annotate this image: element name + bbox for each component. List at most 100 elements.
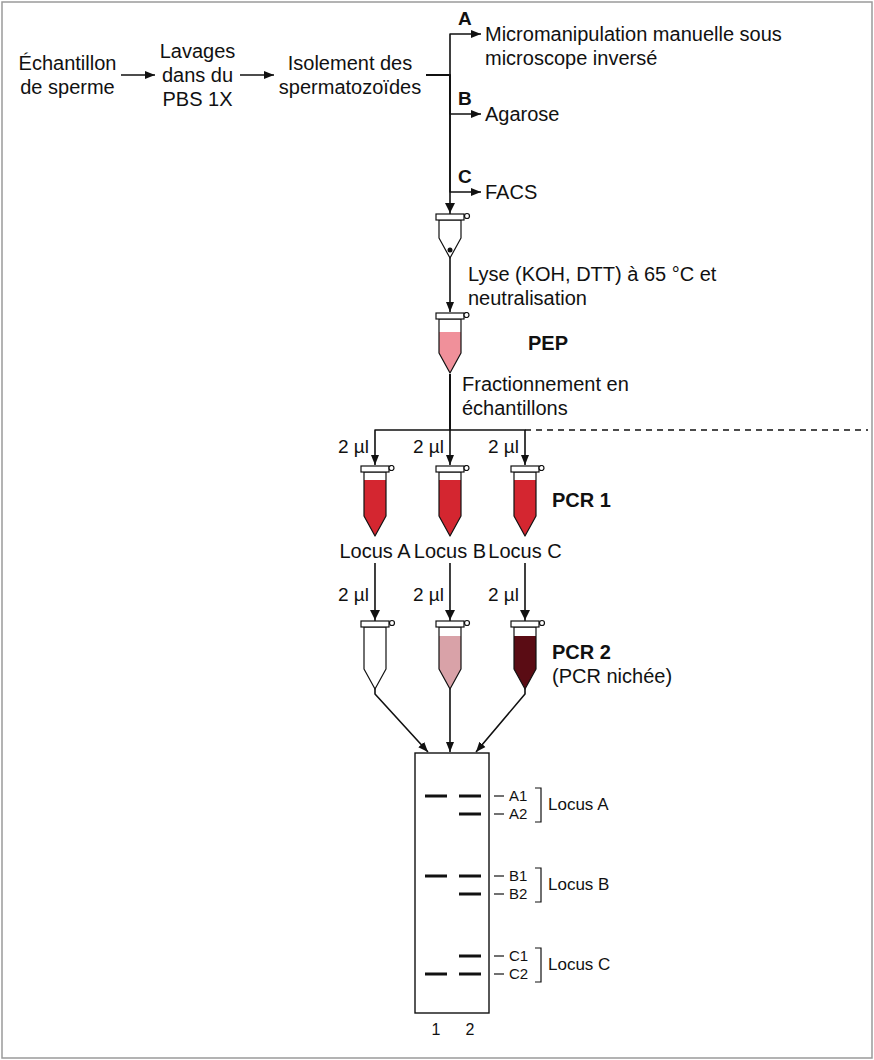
- method-option: FACS: [481, 178, 543, 206]
- connector: [426, 75, 450, 312]
- size-tick: [494, 955, 504, 956]
- tube-cap: [436, 466, 464, 472]
- size-tick: [494, 813, 504, 814]
- tube-outline: [439, 472, 461, 536]
- tube-cap: [361, 621, 389, 627]
- size-tick: [494, 893, 504, 894]
- gel-label: B1: [509, 867, 527, 885]
- tube-outline: [514, 472, 536, 536]
- tube-liquid: [364, 480, 386, 536]
- size-tick: [494, 795, 504, 796]
- gel-band: [425, 875, 447, 878]
- tube-hinge: [464, 466, 469, 471]
- tube-outline: [514, 627, 536, 689]
- tube-cap: [511, 466, 539, 472]
- connector: [240, 74, 274, 76]
- method-option: Agarose: [481, 100, 565, 128]
- tube-liquid: [439, 332, 461, 373]
- edge-label: 2 µl: [338, 584, 369, 607]
- step-text: Agarose: [485, 102, 561, 126]
- edge-label: 2 µl: [413, 436, 444, 459]
- connector: [426, 75, 481, 114]
- tube-hinge: [464, 313, 469, 318]
- tube-node: Locus C: [488, 465, 561, 563]
- gel-band: [459, 955, 481, 958]
- tube-cap: [436, 214, 464, 220]
- stage-label: PCR 1: [552, 488, 611, 512]
- gel-band: [459, 813, 481, 816]
- connector: [426, 75, 481, 192]
- tube-body: [439, 220, 461, 258]
- arrow-head: [445, 610, 455, 620]
- tube-drawing: [430, 465, 470, 537]
- gel-label: 1: [432, 1020, 441, 1039]
- step-text: Micromanipulation manuelle sous microsco…: [485, 22, 783, 70]
- gel-label: A2: [509, 805, 527, 823]
- tube-outline: [439, 319, 461, 373]
- arrow-head: [445, 203, 455, 213]
- tube-node: Locus B: [414, 465, 486, 563]
- gel-label: C1: [509, 947, 528, 965]
- tube-node: Locus A: [339, 465, 410, 563]
- tube-drawing: [505, 465, 545, 537]
- cell-pellet: [448, 248, 453, 253]
- step-text: Isolement des spermatozoïdes: [278, 51, 422, 99]
- locus-bracket: [535, 948, 541, 982]
- tube-label: Locus B: [414, 539, 486, 563]
- gel-band: [425, 795, 447, 798]
- tube-node: PEP: [430, 312, 568, 374]
- connector: [426, 34, 481, 75]
- tube-label: Locus A: [339, 539, 410, 563]
- tube-cap: [361, 466, 389, 472]
- stage-label: (PCR nichée): [552, 664, 672, 688]
- dashed-line: [525, 429, 868, 430]
- edge-label: A: [458, 8, 472, 31]
- size-tick: [494, 973, 504, 974]
- tube-outline: [439, 627, 461, 689]
- tube-hinge: [540, 621, 545, 626]
- edge-label: 2 µl: [488, 584, 519, 607]
- gel-band: [459, 973, 481, 976]
- tube-cap: [436, 313, 464, 319]
- tube-liquid: [439, 636, 461, 689]
- step-text: FACS: [485, 180, 539, 204]
- tube-hinge: [390, 621, 395, 626]
- tube-hinge: [389, 466, 394, 471]
- connector: [375, 374, 450, 465]
- arrow-head: [370, 610, 380, 620]
- stage-label: PCR 2: [552, 640, 611, 664]
- gel-band: [459, 795, 481, 798]
- edge-label: B: [458, 88, 472, 111]
- gel-band: [425, 973, 447, 976]
- gel-outline: [415, 753, 489, 1013]
- edge-label: 2 µl: [488, 436, 519, 459]
- tube-body: [514, 472, 536, 536]
- gel-label: 2: [466, 1020, 475, 1039]
- tube-body: [439, 627, 461, 689]
- edge-label: C: [458, 166, 472, 189]
- tube-body: [514, 627, 536, 689]
- locus-bracket: [535, 788, 541, 822]
- flow-step: Isolement des spermatozoïdes: [274, 49, 426, 101]
- tube-hinge: [465, 214, 470, 219]
- gel-label: Locus C: [548, 955, 610, 975]
- tube-body: [364, 472, 386, 536]
- step-text: Échantillon de sperme: [18, 51, 117, 99]
- flow-step: Lavages dans du PBS 1X: [155, 37, 240, 113]
- tube-liquid: [514, 480, 536, 536]
- locus-bracket: [535, 868, 541, 902]
- tube-outline: [364, 627, 386, 689]
- gel-label: Locus A: [548, 795, 609, 815]
- edge-label: Lyse (KOH, DTT) à 65 °C et neutralisatio…: [468, 262, 720, 310]
- tube-cap: [511, 621, 539, 627]
- tube-liquid: [514, 636, 536, 689]
- gel-label: C2: [509, 965, 528, 983]
- gel-band: [459, 893, 481, 896]
- gel-node: A1A2Locus AB1B2Locus BC1C2Locus C12: [414, 752, 614, 1044]
- step-text: Lavages dans du PBS 1X: [159, 39, 236, 111]
- tube-body: [439, 319, 461, 373]
- step-note: Fractionnement en échantillons: [462, 372, 652, 420]
- tube-body: [439, 472, 461, 536]
